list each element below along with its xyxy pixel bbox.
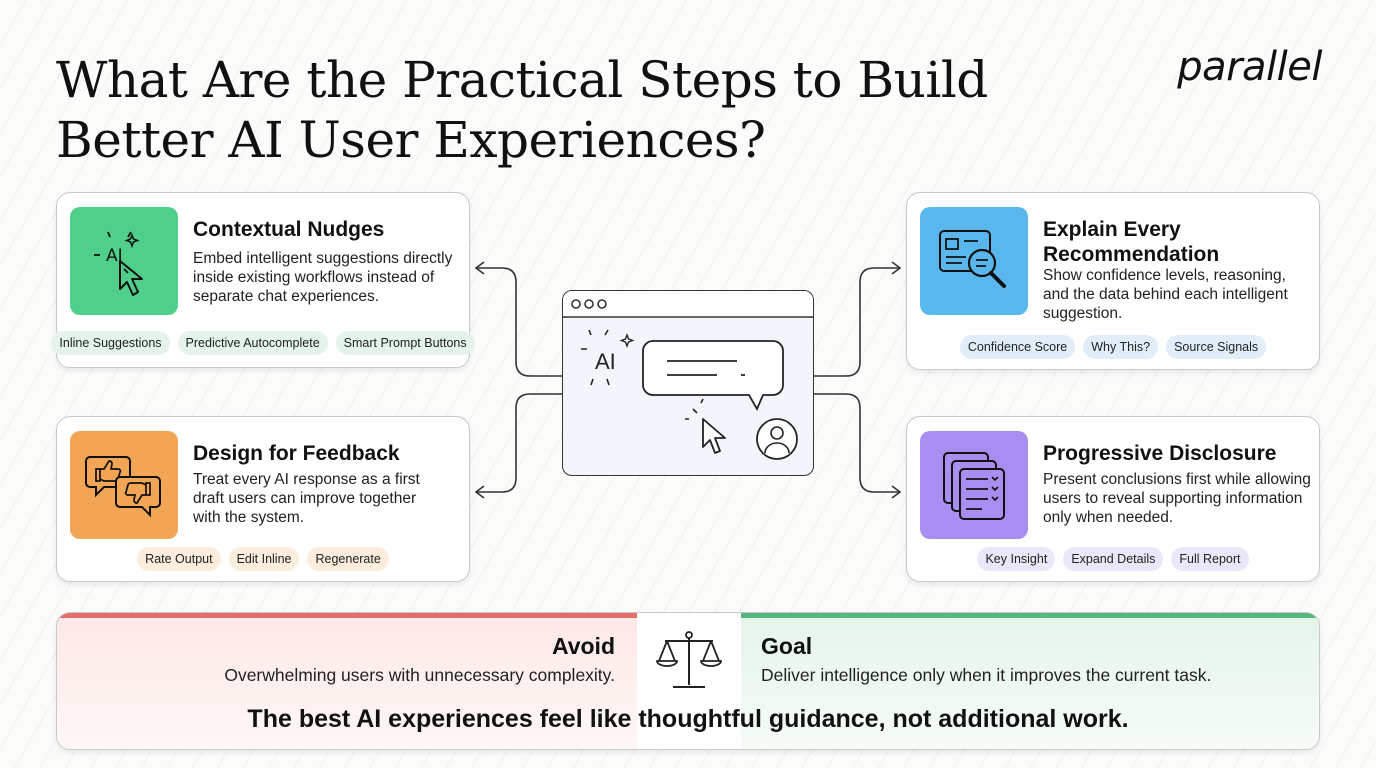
card-icon-box: AI [70, 207, 178, 315]
chip-expand-details[interactable]: Expand Details [1063, 547, 1164, 571]
title-line-2: Better AI User Experiences? [56, 111, 766, 169]
connector-top-right [814, 267, 900, 377]
card-icon-box [70, 431, 178, 539]
goal-text: Deliver intelligence only when it improv… [761, 665, 1212, 685]
card-explain-recommendation: Explain Every Recommendation Show confid… [906, 192, 1320, 370]
card-description: Treat every AI response as a first draft… [193, 471, 420, 526]
page-title: What Are the Practical Steps to Build Be… [56, 50, 1056, 170]
stacked-documents-icon [943, 452, 1005, 520]
chip-full-report[interactable]: Full Report [1171, 547, 1249, 571]
connector-bottom-left [476, 393, 562, 493]
card-description: Show confidence levels, reasoning, and t… [1043, 267, 1288, 322]
card-icon-box [920, 431, 1028, 539]
card-heading: Contextual Nudges [193, 218, 385, 241]
goal-title: Goal [761, 633, 813, 659]
card-design-feedback: Design for Feedback Treat every AI respo… [56, 416, 470, 582]
chip-predictive-autocomplete[interactable]: Predictive Autocomplete [177, 331, 328, 355]
card-description: Embed intelligent suggestions directly i… [193, 250, 453, 305]
avoid-goal-banner: Avoid Overwhelming users with unnecessar… [56, 612, 1320, 750]
center-ai-label: AI [595, 349, 616, 374]
chip-source-signals[interactable]: Source Signals [1166, 335, 1267, 359]
chip-confidence-score[interactable]: Confidence Score [959, 335, 1076, 359]
avoid-title: Avoid [551, 633, 615, 659]
chip-why-this[interactable]: Why This? [1083, 335, 1159, 359]
brand-logo: parallel [1177, 44, 1322, 90]
ai-window-icon [563, 291, 813, 460]
tagline: The best AI experiences feel like though… [247, 705, 1129, 733]
card-description: Present conclusions first while allowing… [1043, 471, 1311, 526]
card-heading: Explain Every Recommendation [1043, 218, 1220, 266]
card-heading: Design for Feedback [193, 442, 400, 465]
chip-row: Key Insight Expand Details Full Report [907, 547, 1319, 571]
card-icon-box [920, 207, 1028, 315]
chip-row: Confidence Score Why This? Source Signal… [907, 335, 1319, 359]
chip-inline-suggestions[interactable]: Inline Suggestions [51, 331, 170, 355]
center-ai-window: AI [562, 290, 814, 476]
chip-row: Rate Output Edit Inline Regenerate [57, 547, 469, 571]
card-progressive-disclosure: Progressive Disclosure Present conclusio… [906, 416, 1320, 582]
balance-scale-icon [656, 631, 722, 688]
connector-bottom-right [814, 393, 900, 493]
ai-cursor-icon: AI [94, 231, 143, 296]
card-contextual-nudges: AI Contextual Nudges Embed intelligent s… [51, 192, 475, 368]
goal-panel-bg [741, 613, 1319, 749]
chip-edit-inline[interactable]: Edit Inline [228, 547, 300, 571]
svg-text:AI: AI [106, 246, 123, 266]
chip-rate-output[interactable]: Rate Output [137, 547, 221, 571]
thumbs-feedback-icon [85, 456, 161, 518]
chip-smart-prompt-buttons[interactable]: Smart Prompt Buttons [335, 331, 475, 355]
connector-top-left [476, 267, 562, 377]
card-heading: Progressive Disclosure [1043, 442, 1277, 465]
chip-key-insight[interactable]: Key Insight [977, 547, 1056, 571]
avoid-panel-bg [57, 613, 637, 749]
chip-regenerate[interactable]: Regenerate [307, 547, 389, 571]
title-line-1: What Are the Practical Steps to Build [56, 51, 988, 109]
document-magnifier-icon [939, 230, 1006, 288]
chip-row: Inline Suggestions Predictive Autocomple… [51, 331, 475, 355]
avoid-text: Overwhelming users with unnecessary comp… [224, 665, 615, 685]
